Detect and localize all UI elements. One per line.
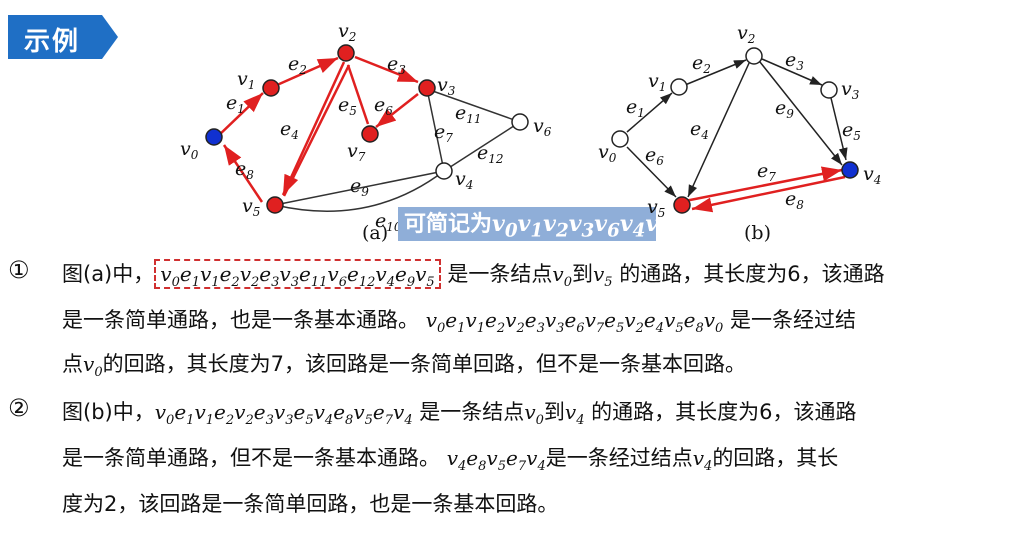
graph-a-labels: v0 v1 v2 v3 v4 v5 v6 v7 e1 e2 e3 e4 e5 e… [180,20,552,234]
path-shorthand-note: 可简记为v0v1v2v3v6v4v5 [398,207,671,241]
svg-text:e5: e5 [842,119,861,143]
svg-text:v4: v4 [455,168,473,192]
graph-b-vertex-v4 [841,161,859,179]
graph-b-edges [626,58,848,198]
svg-text:e4: e4 [690,118,709,142]
graph-b-caption: (b) [744,222,771,244]
graph-b-vertex-v3 [820,81,838,99]
paragraph-2-line-1: 图(b)中，v0e1v1e2v2e3v3e5v4e8v5e7v4 是一条结点v0… [62,400,857,428]
graph-a-red-edges [216,55,419,203]
graph-a-vertex-v3 [418,79,436,97]
svg-text:e12: e12 [477,142,504,166]
graph-b-vertex-v2 [745,47,763,65]
graph-b-red-edges [684,166,846,213]
svg-text:v0: v0 [180,138,199,162]
svg-text:e8: e8 [235,158,254,182]
svg-text:v7: v7 [347,140,366,164]
svg-text:e2: e2 [692,52,711,76]
paragraph-1-line-1: 图(a)中，v0e1v1e2v2e3v3e11v6e12v4e9v5 是一条结点… [62,258,885,290]
svg-text:e7: e7 [434,121,453,145]
paragraph-2-line-3: 度为2，该回路是一条简单回路，也是一条基本回路。 [62,492,559,516]
svg-text:e1: e1 [226,92,245,116]
graph-a: v0 v1 v2 v3 v4 v5 v6 v7 e1 e2 e3 e4 e5 e… [180,20,552,234]
svg-text:v5: v5 [242,195,260,219]
tag-shape [8,15,118,59]
svg-text:v6: v6 [533,115,552,139]
svg-text:v4: v4 [863,163,881,187]
svg-text:e3: e3 [785,49,804,73]
graph-a-vertex-v0 [205,128,223,146]
svg-text:e9: e9 [350,175,369,199]
note-prefix: 可简记为 [404,212,493,237]
note-path: v0v1v2v3v6v4v5 [492,211,671,242]
graph-a-vertex-v1 [262,79,280,97]
paragraph-1-marker: ① [8,256,30,284]
paragraph-1-line-2: 是一条简单通路，也是一条基本通路。 v0e1v1e2v2e3v3e6v7e5v2… [62,308,856,336]
paragraph-2-marker: ② [8,394,30,422]
svg-text:e2: e2 [288,53,307,77]
graph-b-vertex-v0 [611,130,629,148]
graph-b: v0 v1 v2 v3 v4 v5 e1 e2 e3 e4 e5 e6 e7 e… [598,22,881,220]
graph-a-plain-edges [274,88,521,212]
svg-text:e6: e6 [645,144,664,168]
graph-a-vertex-v7 [361,125,379,143]
paragraph-1-line-3: 点v0的回路，其长度为7，该回路是一条简单回路，但不是一条基本回路。 [62,352,746,380]
svg-text:v2: v2 [737,22,755,46]
tag-label: 示例 [24,27,81,57]
svg-text:e7: e7 [757,160,776,184]
svg-text:v1: v1 [237,68,255,92]
svg-text:v2: v2 [338,20,356,44]
graph-a-vertex-v2 [337,44,355,62]
paragraph-2-line-2: 是一条简单通路，但不是一条基本通路。 v4e8v5e7v4是一条经过结点v4的回… [62,446,839,474]
svg-text:e4: e4 [280,118,299,142]
svg-text:e3: e3 [387,53,406,77]
graph-b-vertex-v5 [673,196,691,214]
svg-text:e6: e6 [374,94,393,118]
graph-b-vertex-v1 [670,78,688,96]
graph-a-vertex-v5 [266,196,284,214]
svg-text:e11: e11 [455,102,482,126]
graph-a-caption: (a) [362,222,389,244]
svg-text:e1: e1 [626,96,645,120]
svg-text:v3: v3 [437,74,456,98]
highlighted-path: v0e1v1e2v2e3v3e11v6e12v4e9v5 [154,259,441,290]
svg-text:v3: v3 [841,78,860,102]
example-tag: 示例 [8,15,118,59]
svg-text:v1: v1 [648,70,666,94]
graph-a-vertex-v4 [435,162,453,180]
svg-text:e8: e8 [785,188,804,212]
svg-text:v5: v5 [647,196,665,220]
graph-a-vertex-v6 [511,113,529,131]
svg-text:e5: e5 [338,94,357,118]
